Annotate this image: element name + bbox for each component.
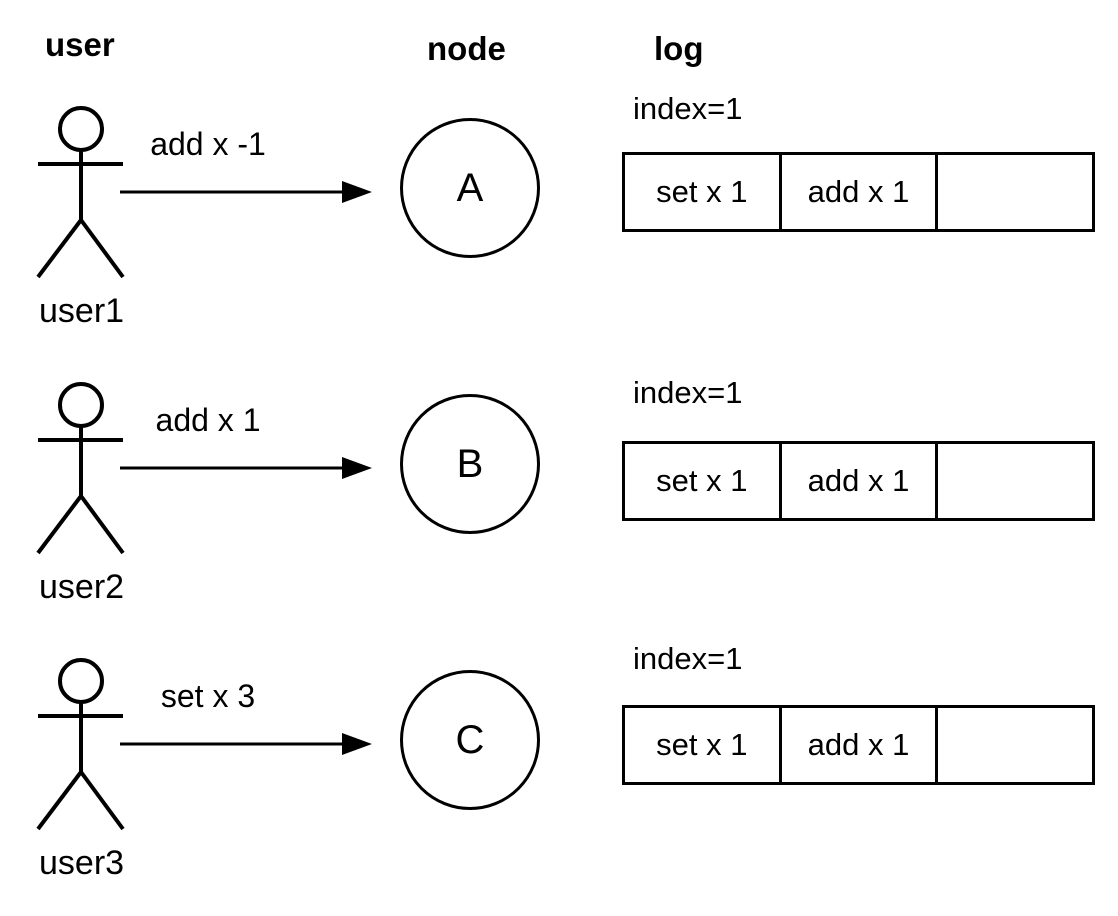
stick-figure-icon <box>36 658 125 831</box>
user-label: user1 <box>39 292 125 330</box>
diagram-row: user1 add x -1 A index=1 set x 1 add x 1 <box>0 0 1118 330</box>
log-cell: set x 1 <box>656 727 748 762</box>
arrow-right-icon <box>120 181 372 203</box>
node-circle: C <box>400 670 540 810</box>
node-circle: A <box>400 118 540 258</box>
log-cell <box>935 444 1092 518</box>
log-table: set x 1 add x 1 <box>622 441 1095 521</box>
message-label: add x 1 <box>155 402 261 438</box>
node-label: A <box>456 166 484 210</box>
log-cell: add x 1 <box>778 708 936 782</box>
log-index-label: index=1 <box>633 641 743 676</box>
arrow-right-icon <box>120 733 372 755</box>
node-label: B <box>456 442 484 486</box>
arrow-right-icon <box>120 457 372 479</box>
node-label: C <box>455 718 485 762</box>
log-table: set x 1 add x 1 <box>622 705 1095 785</box>
stick-figure-icon <box>36 106 125 279</box>
log-cell <box>935 155 1092 229</box>
diagram-row: user2 add x 1 B index=1 set x 1 add x 1 <box>0 276 1118 606</box>
log-table: set x 1 add x 1 <box>622 152 1095 232</box>
column-header-user: user <box>45 26 115 63</box>
log-cell: set x 1 <box>656 174 748 209</box>
log-cell: add x 1 <box>778 444 936 518</box>
node-circle: B <box>400 394 540 534</box>
column-header-log: log <box>654 30 704 67</box>
message-label: set x 3 <box>160 678 256 714</box>
log-cell: set x 1 <box>656 463 748 498</box>
stick-figure-icon <box>36 382 125 555</box>
log-index-label: index=1 <box>633 375 743 410</box>
column-header-node: node <box>427 30 506 67</box>
log-cell <box>935 708 1092 782</box>
log-index-label: index=1 <box>633 91 743 126</box>
user-label: user2 <box>39 568 125 606</box>
log-cell: add x 1 <box>778 155 936 229</box>
user-label: user3 <box>39 844 125 882</box>
message-label: add x -1 <box>150 126 266 162</box>
diagram-row: user3 set x 3 C index=1 set x 1 add x 1 <box>0 552 1118 882</box>
